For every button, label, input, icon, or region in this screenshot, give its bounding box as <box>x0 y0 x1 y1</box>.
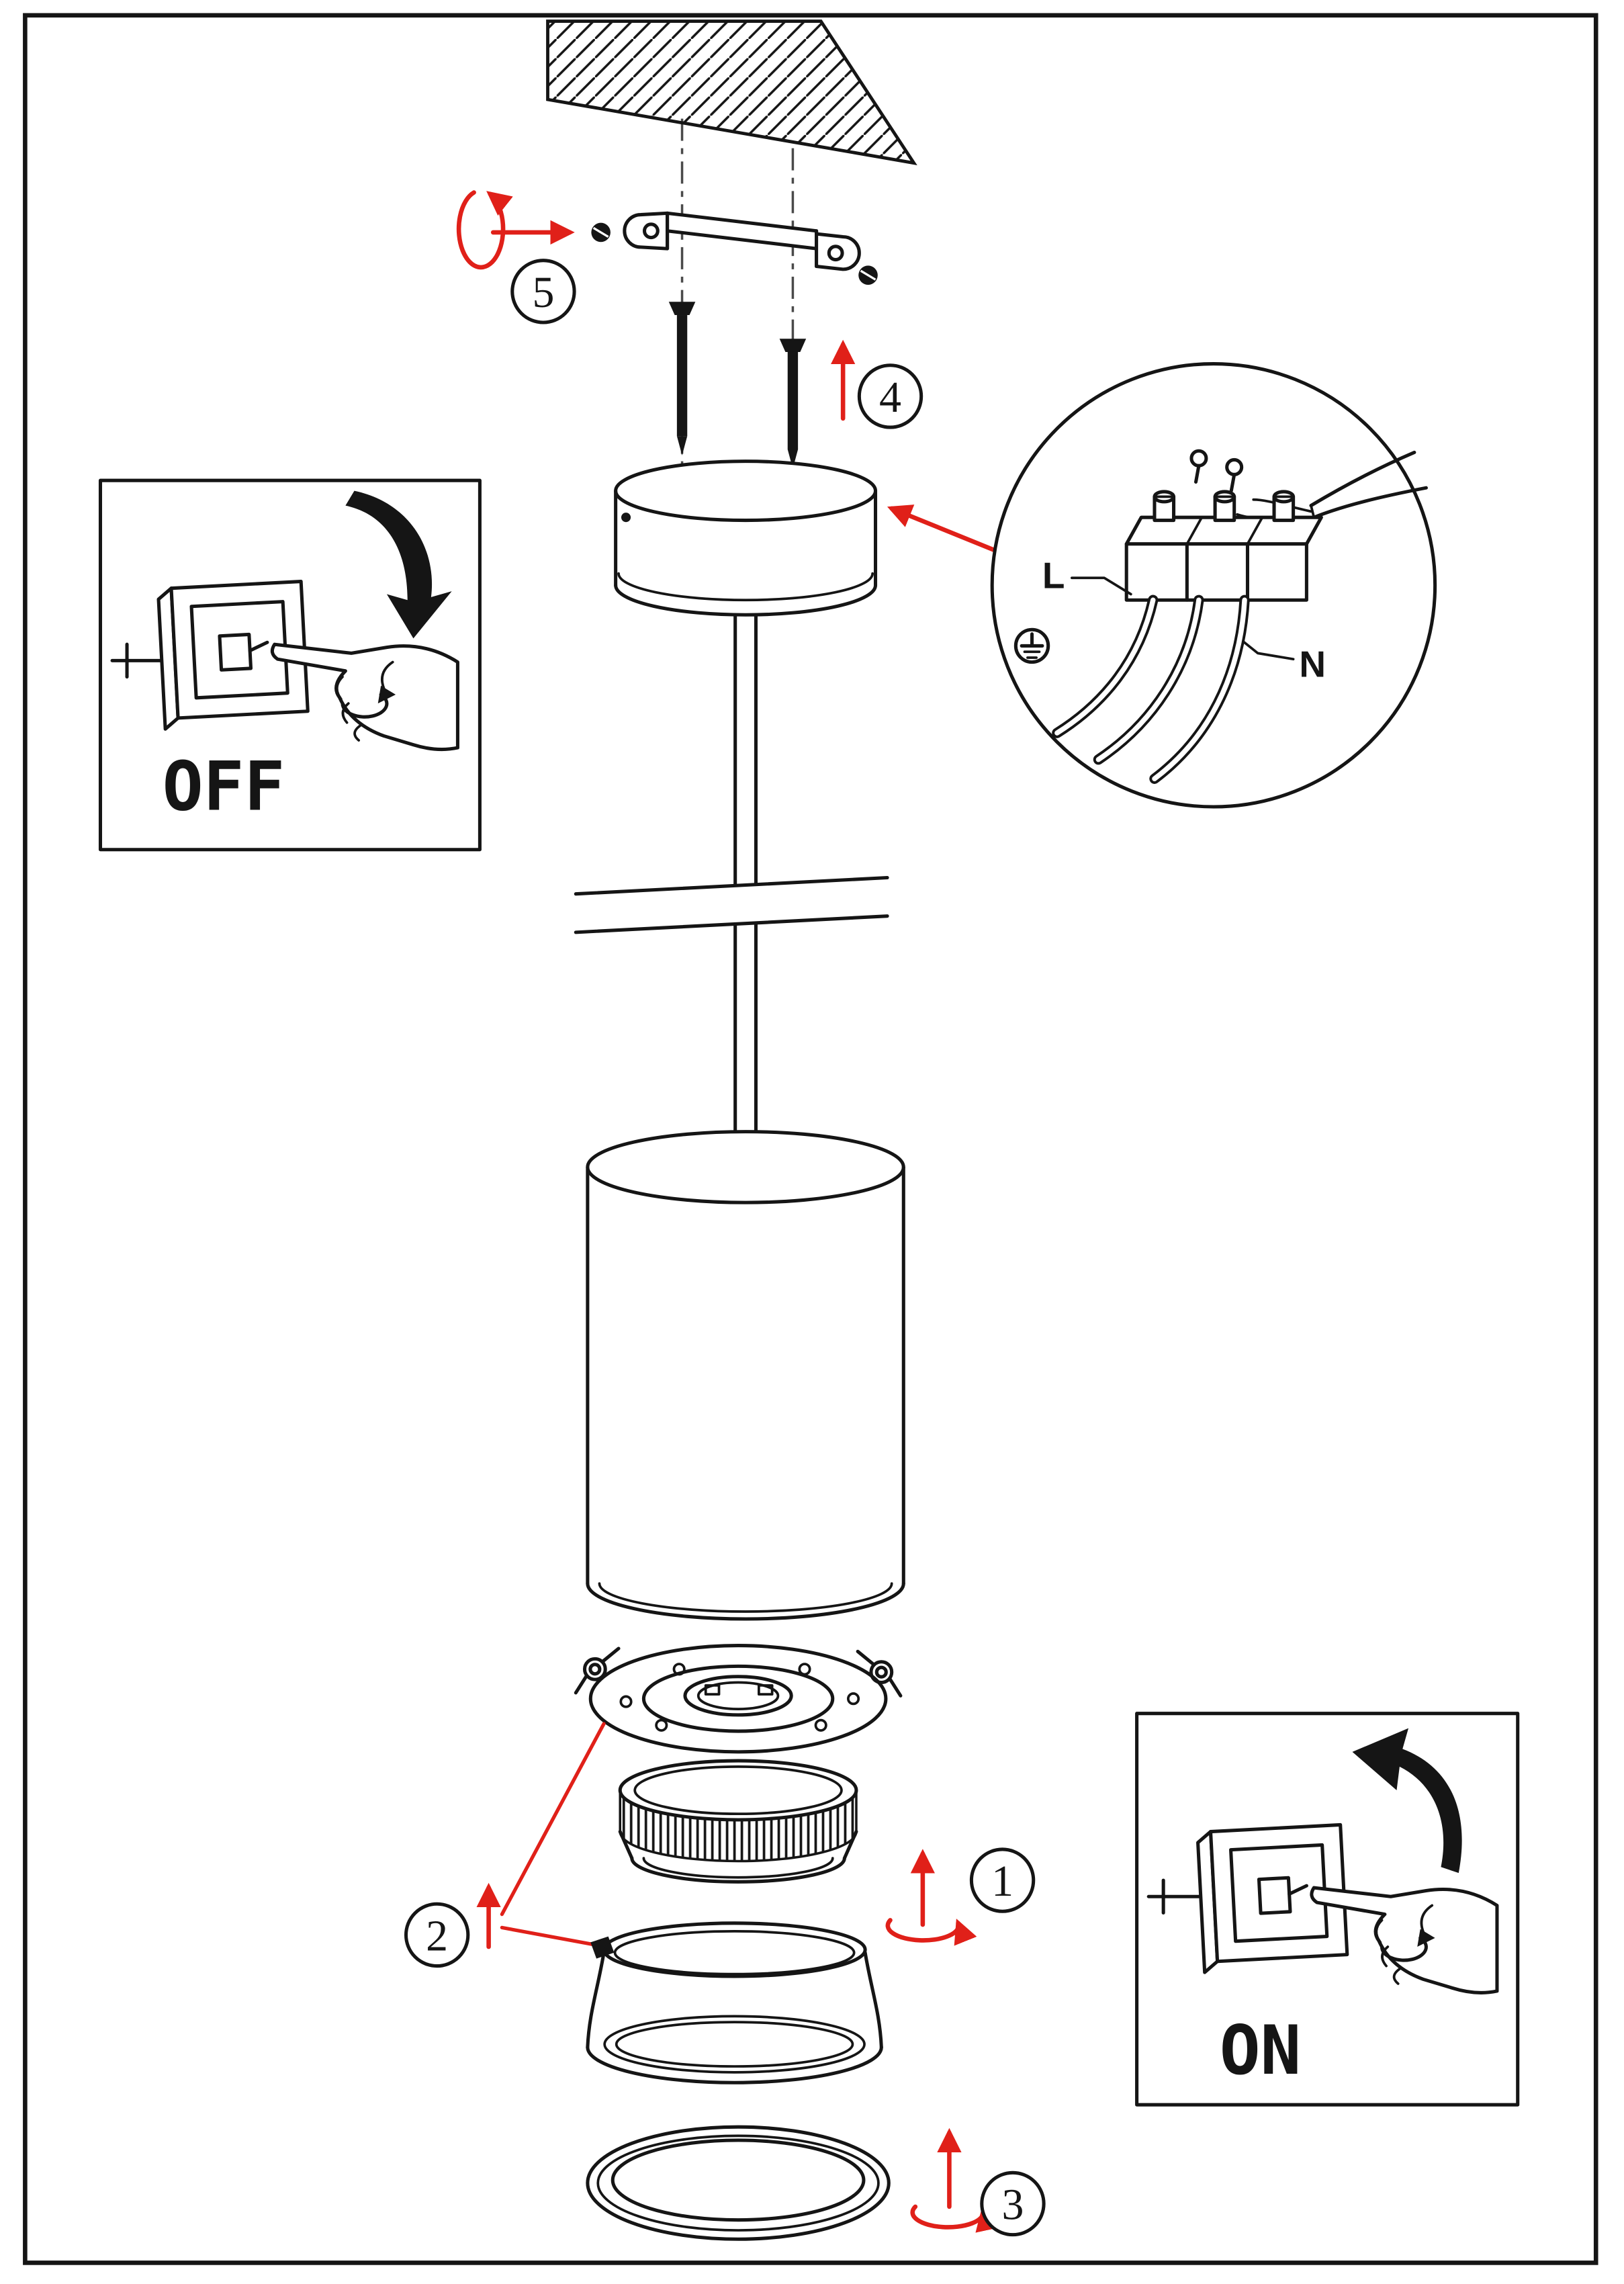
step-5-annotation: 5 <box>456 190 576 324</box>
step-4-number: 4 <box>879 373 901 422</box>
step-1-annotation: 1 <box>885 1847 1036 1946</box>
spring-ring <box>576 1644 901 1754</box>
step-5-number: 5 <box>532 268 554 317</box>
terminal-block <box>1124 490 1323 602</box>
step-3-badge: 3 <box>980 2170 1046 2237</box>
mounting-screw-right-icon <box>779 339 807 469</box>
switch-off-arrow-icon <box>345 490 452 639</box>
on-label: ON <box>1220 2011 1302 2090</box>
live-leader-line <box>1071 576 1132 596</box>
bracket-hole-right <box>827 245 844 262</box>
ceiling-hatch <box>546 19 917 165</box>
rotate-arrow-icon <box>456 190 513 270</box>
switch-on-arrow-icon <box>1352 1728 1462 1874</box>
power-on-panel: ON <box>1135 1712 1520 2107</box>
step-1-number: 1 <box>991 1857 1013 1906</box>
wiring-detail-bubble: L N <box>990 362 1437 809</box>
terminal-cover-screws <box>1189 449 1244 493</box>
step-2-annotation: 2 <box>404 1722 624 1968</box>
decor-ring <box>586 2125 891 2241</box>
leader-to-spring-ring <box>500 1722 606 1917</box>
ceiling-canopy <box>614 459 878 617</box>
neutral-leader-line <box>1242 640 1295 661</box>
step-4-annotation: 4 <box>831 339 923 429</box>
earth-symbol-icon <box>1013 627 1050 664</box>
trim-ring-tab <box>590 1936 615 1959</box>
step-2-badge: 2 <box>404 1902 470 1968</box>
lamp-ribbed-ring <box>618 1759 858 1884</box>
lamp-body <box>586 1130 905 1621</box>
wiring-pointer-arrow-icon <box>887 504 1003 556</box>
bracket-hole-left <box>642 222 660 240</box>
step-3-annotation: 3 <box>910 2127 1046 2237</box>
trim-ring <box>586 1921 883 2084</box>
power-off-panel: OFF <box>98 478 482 852</box>
break-line-top <box>574 875 889 896</box>
unscrew-rotation-icon <box>885 1918 977 1946</box>
terminal-screws <box>1153 490 1296 523</box>
step-5-badge: 5 <box>510 259 576 324</box>
bracket-screw-right-icon <box>858 265 878 285</box>
live-wire-label: L <box>1042 555 1065 597</box>
off-label: OFF <box>163 746 285 826</box>
step-1-badge: 1 <box>969 1847 1036 1913</box>
break-line-bottom <box>574 914 889 934</box>
mounting-screw-left-icon <box>668 302 696 455</box>
supply-wires <box>1052 595 1250 784</box>
suspension-rod <box>574 613 889 1137</box>
step-4-badge: 4 <box>857 363 923 429</box>
step-3-number: 3 <box>1001 2181 1024 2230</box>
canopy-hole <box>621 513 631 523</box>
unscrew-rotation-icon <box>910 2204 999 2233</box>
bracket-screw-left-icon <box>591 222 611 243</box>
step-2-number: 2 <box>426 1912 448 1961</box>
mounting-bracket <box>623 211 861 271</box>
neutral-wire-label: N <box>1299 644 1326 685</box>
